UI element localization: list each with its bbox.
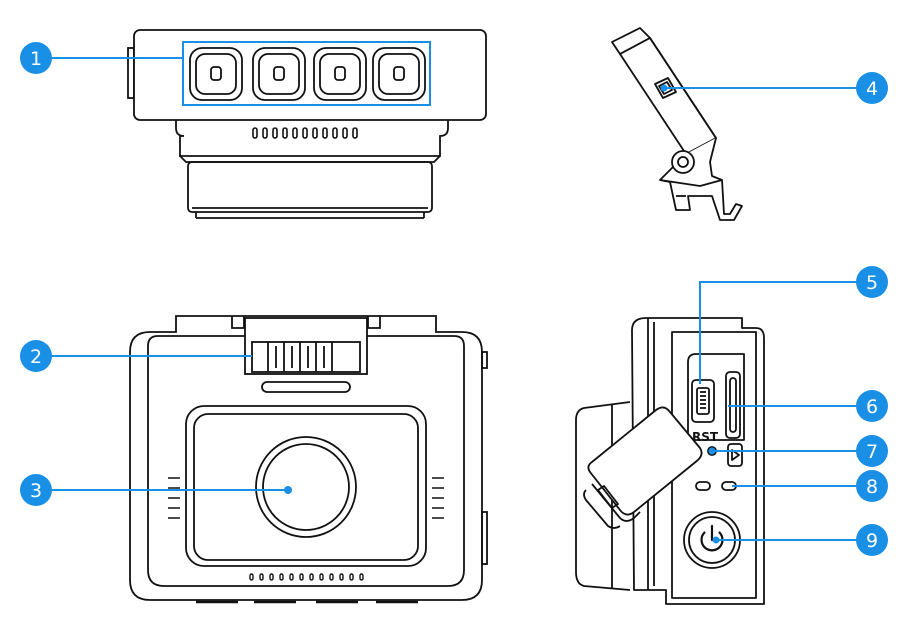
callout-3: 3 — [20, 474, 52, 506]
callout-8: 8 — [856, 470, 888, 502]
callout-number: 6 — [866, 396, 878, 418]
reset-label: RST — [692, 430, 719, 444]
mount-block — [231, 316, 381, 375]
callout-9: 9 — [856, 524, 888, 556]
callout-number: 9 — [866, 530, 878, 552]
side-usb-port — [691, 379, 715, 423]
callout-7: 7 — [856, 435, 888, 467]
callout-number: 1 — [30, 48, 42, 70]
bottom-vents — [249, 573, 364, 581]
callout-4: 4 — [856, 72, 888, 104]
callout-number: 7 — [866, 441, 878, 463]
callout-number: 5 — [866, 272, 878, 294]
button-2[interactable] — [252, 47, 306, 101]
leader-lines — [36, 57, 872, 544]
top-vents — [252, 127, 358, 139]
front-view — [129, 315, 488, 604]
power-icon — [700, 524, 724, 552]
callout-number: 8 — [866, 476, 878, 498]
play-icon[interactable] — [727, 443, 743, 467]
callout-number: 3 — [30, 480, 42, 502]
callout-badges: 1 2 3 4 5 6 7 8 — [20, 42, 888, 556]
lens-icon — [255, 436, 357, 538]
callout-1: 1 — [20, 42, 52, 74]
callout-2: 2 — [20, 340, 52, 372]
button-1[interactable] — [189, 47, 243, 101]
callout-number: 2 — [30, 346, 42, 368]
callout-6: 6 — [856, 390, 888, 422]
side-view: RST — [575, 317, 765, 605]
callout-5: 5 — [856, 266, 888, 298]
top-view — [127, 29, 487, 219]
indicator-light-left — [695, 481, 711, 491]
button-3[interactable] — [313, 47, 367, 101]
front-vents — [168, 477, 444, 519]
lens-cover-flap[interactable] — [583, 406, 703, 529]
callout-number: 4 — [866, 78, 878, 100]
control-buttons[interactable] — [189, 47, 426, 101]
buttons-highlight — [182, 41, 431, 106]
mount-view — [611, 27, 743, 221]
button-4[interactable] — [372, 47, 426, 101]
